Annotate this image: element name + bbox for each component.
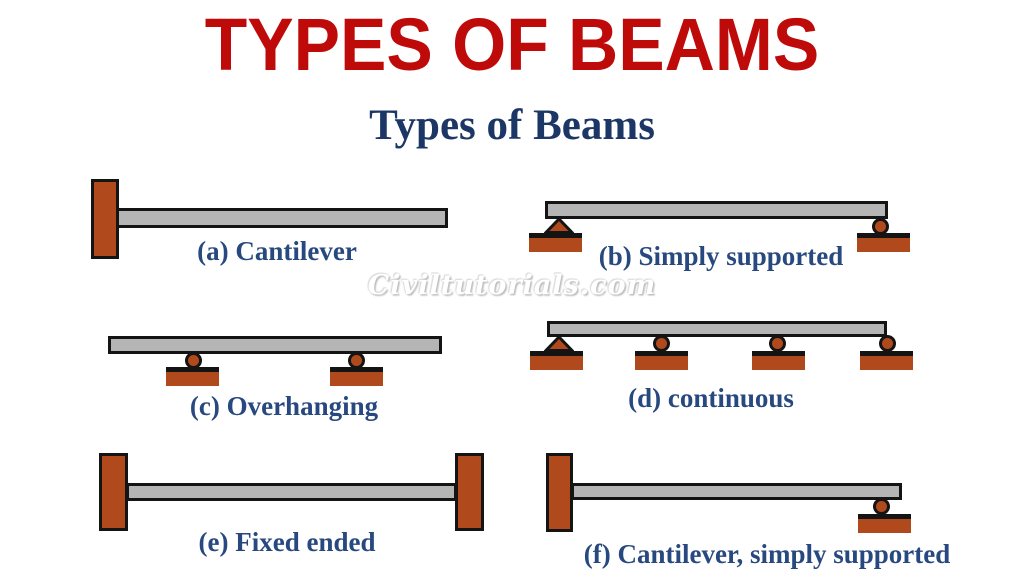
figure-label: (b) Simply supported bbox=[598, 241, 844, 271]
roller-support-icon bbox=[873, 498, 890, 515]
fixed-support-wall-icon bbox=[99, 453, 128, 531]
roller-support-icon bbox=[769, 335, 786, 352]
figure-label: (f) Cantilever, simply supported bbox=[583, 539, 951, 569]
support-base bbox=[752, 351, 805, 370]
roller-support-icon bbox=[879, 335, 896, 352]
beam-bar bbox=[108, 336, 442, 354]
support-base bbox=[330, 367, 383, 386]
beam-bar bbox=[126, 483, 457, 501]
beam-bar bbox=[571, 483, 902, 500]
figure-label: (c) Overhanging bbox=[189, 391, 379, 421]
support-base bbox=[860, 351, 913, 370]
pin-support-icon bbox=[544, 335, 574, 352]
figure-label: (e) Fixed ended bbox=[198, 527, 376, 557]
beam-bar bbox=[545, 201, 888, 219]
beam-bar bbox=[116, 208, 448, 228]
support-base bbox=[635, 351, 688, 370]
roller-support-icon bbox=[653, 335, 670, 352]
support-base bbox=[530, 351, 583, 370]
figure-label: (a) Cantilever bbox=[197, 236, 357, 266]
beam-bar bbox=[547, 321, 887, 337]
figure-label: (d) continuous bbox=[628, 383, 794, 413]
support-base bbox=[857, 233, 910, 252]
watermark-text: Civiltutorials.com bbox=[367, 270, 657, 301]
fixed-support-wall-icon bbox=[91, 179, 119, 259]
diagram-heading: Types of Beams bbox=[369, 102, 655, 149]
support-base bbox=[166, 367, 219, 386]
page-title: TYPES OF BEAMS bbox=[204, 3, 820, 86]
fixed-support-wall-icon bbox=[455, 453, 484, 531]
support-base bbox=[858, 514, 911, 533]
support-base bbox=[529, 233, 582, 252]
fixed-support-wall-icon bbox=[546, 453, 573, 532]
pin-support-icon bbox=[544, 217, 574, 234]
